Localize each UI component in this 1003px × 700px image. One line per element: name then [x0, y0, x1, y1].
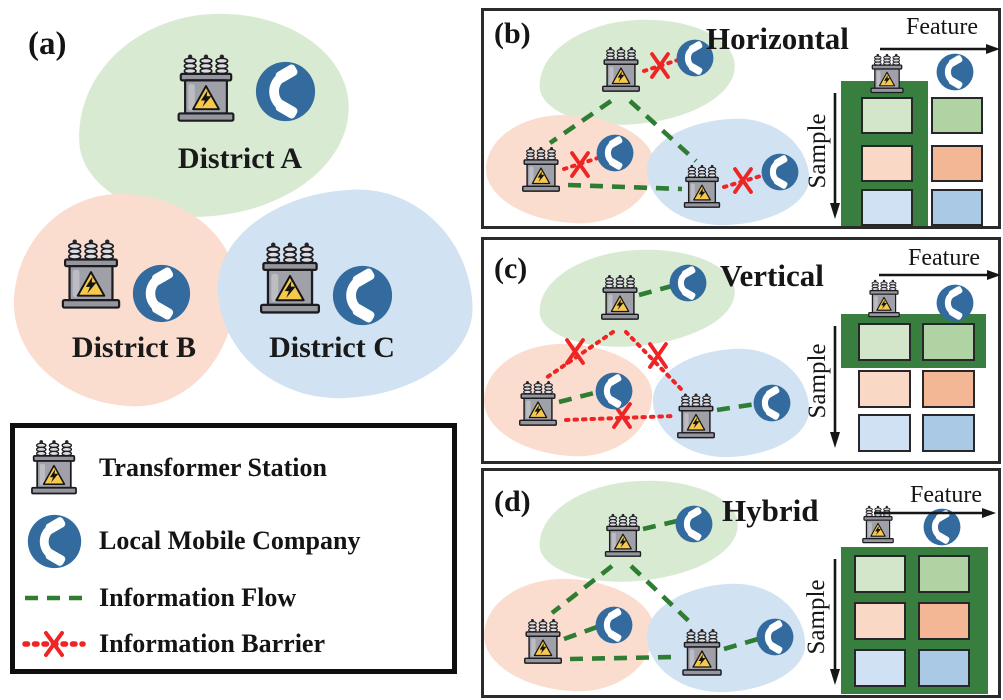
district-b-name: District B: [71, 331, 197, 364]
information-barrier-line: [22, 630, 86, 657]
matrix-cell: [861, 145, 913, 182]
matrix-cell: [861, 189, 913, 226]
matrix-cell: [918, 555, 970, 593]
feature-axis-label: Feature: [910, 482, 982, 508]
legend-label: Information Flow: [99, 583, 297, 613]
transformer-station-icon: [597, 41, 645, 99]
matrix-cell: [931, 189, 983, 226]
matrix-cell: [918, 602, 970, 640]
panel-horizontal: (b) Horizontal Feature Sample: [481, 8, 1001, 229]
matrix-cell: [918, 649, 970, 687]
legend: Transformer Station Local Mobile Company…: [10, 423, 457, 674]
local-mobile-company-icon: [669, 264, 707, 302]
sample-axis-label: Sample: [803, 343, 831, 419]
transformer-station-icon: [866, 51, 908, 97]
transformer-station-icon: [252, 233, 328, 325]
transformer-station-icon: [25, 437, 83, 499]
matrix-cell: [931, 145, 983, 182]
legend-row-mobile-company: Local Mobile Company: [21, 514, 446, 569]
local-mobile-company-icon: [753, 384, 791, 422]
transformer-station-icon: [672, 388, 720, 445]
local-mobile-company-icon: [27, 514, 82, 569]
panel-d-title: Hybrid: [722, 493, 819, 528]
sample-axis-label: Sample: [803, 113, 831, 189]
sample-axis-arrow: [830, 559, 840, 685]
local-mobile-company-icon: [761, 153, 799, 191]
legend-label: Transformer Station: [99, 453, 327, 483]
transformer-station-icon: [858, 501, 898, 549]
matrix-cell: [858, 370, 911, 408]
panel-vertical: (c) Vertical Feature Sample: [481, 237, 1001, 464]
sample-axis-arrow: [830, 326, 840, 448]
legend-row-information-barrier: Information Barrier: [21, 628, 446, 660]
transformer-station-icon: [600, 508, 646, 564]
matrix-cell: [854, 602, 906, 640]
transformer-station-icon: [170, 47, 242, 131]
local-mobile-company-icon: [332, 265, 393, 326]
feature-axis-label: Feature: [906, 14, 978, 40]
local-mobile-company-icon: [756, 618, 794, 656]
local-mobile-company-icon: [675, 505, 713, 543]
transformer-station-icon: [519, 613, 567, 671]
transformer-station-icon: [517, 140, 565, 200]
local-mobile-company-icon: [923, 508, 961, 546]
matrix-cell: [861, 97, 913, 134]
panel-districts: (a) District A District B District C: [0, 0, 478, 420]
transformer-station-icon: [679, 158, 725, 216]
matrix-cell: [922, 370, 975, 408]
legend-row-information-flow: Information Flow: [21, 583, 446, 613]
panel-a-label: (a): [28, 26, 67, 62]
transformer-station-icon: [54, 229, 128, 321]
matrix-cell: [858, 323, 911, 361]
matrix-cell: [922, 414, 975, 452]
local-mobile-company-icon: [255, 61, 316, 122]
legend-label: Information Barrier: [99, 628, 326, 658]
panel-d-label: (d): [494, 485, 531, 518]
local-mobile-company-icon: [936, 284, 974, 322]
panel-c-label: (c): [494, 252, 528, 285]
local-mobile-company-icon: [132, 264, 191, 323]
local-mobile-company-icon: [596, 134, 634, 172]
matrix-cell: [854, 555, 906, 593]
matrix-cell: [854, 649, 906, 687]
local-mobile-company-icon: [595, 372, 633, 410]
transformer-station-icon: [514, 375, 562, 433]
transformer-station-icon: [864, 276, 904, 322]
feature-axis-label: Feature: [908, 245, 980, 271]
legend-label: Local Mobile Company: [99, 526, 361, 556]
matrix-cell: [931, 97, 983, 134]
transformer-station-icon: [596, 268, 644, 328]
district-c-name: District C: [269, 331, 395, 364]
panel-b-label: (b): [494, 17, 531, 50]
legend-row-transformer: Transformer Station: [21, 437, 446, 499]
matrix-cell: [858, 414, 911, 452]
panel-b-title: Horizontal: [706, 21, 849, 56]
panel-c-title: Vertical: [720, 258, 824, 293]
district-a-name: District A: [177, 142, 303, 175]
sample-axis-arrow: [830, 93, 840, 219]
local-mobile-company-icon: [936, 53, 974, 91]
local-mobile-company-icon: [595, 606, 633, 644]
panel-hybrid: (d) Hybrid Feature Sample: [481, 468, 1001, 698]
transformer-station-icon: [677, 623, 727, 683]
information-flow-line: [25, 595, 83, 601]
matrix-cell: [922, 323, 975, 361]
sample-axis-label: Sample: [802, 579, 830, 655]
